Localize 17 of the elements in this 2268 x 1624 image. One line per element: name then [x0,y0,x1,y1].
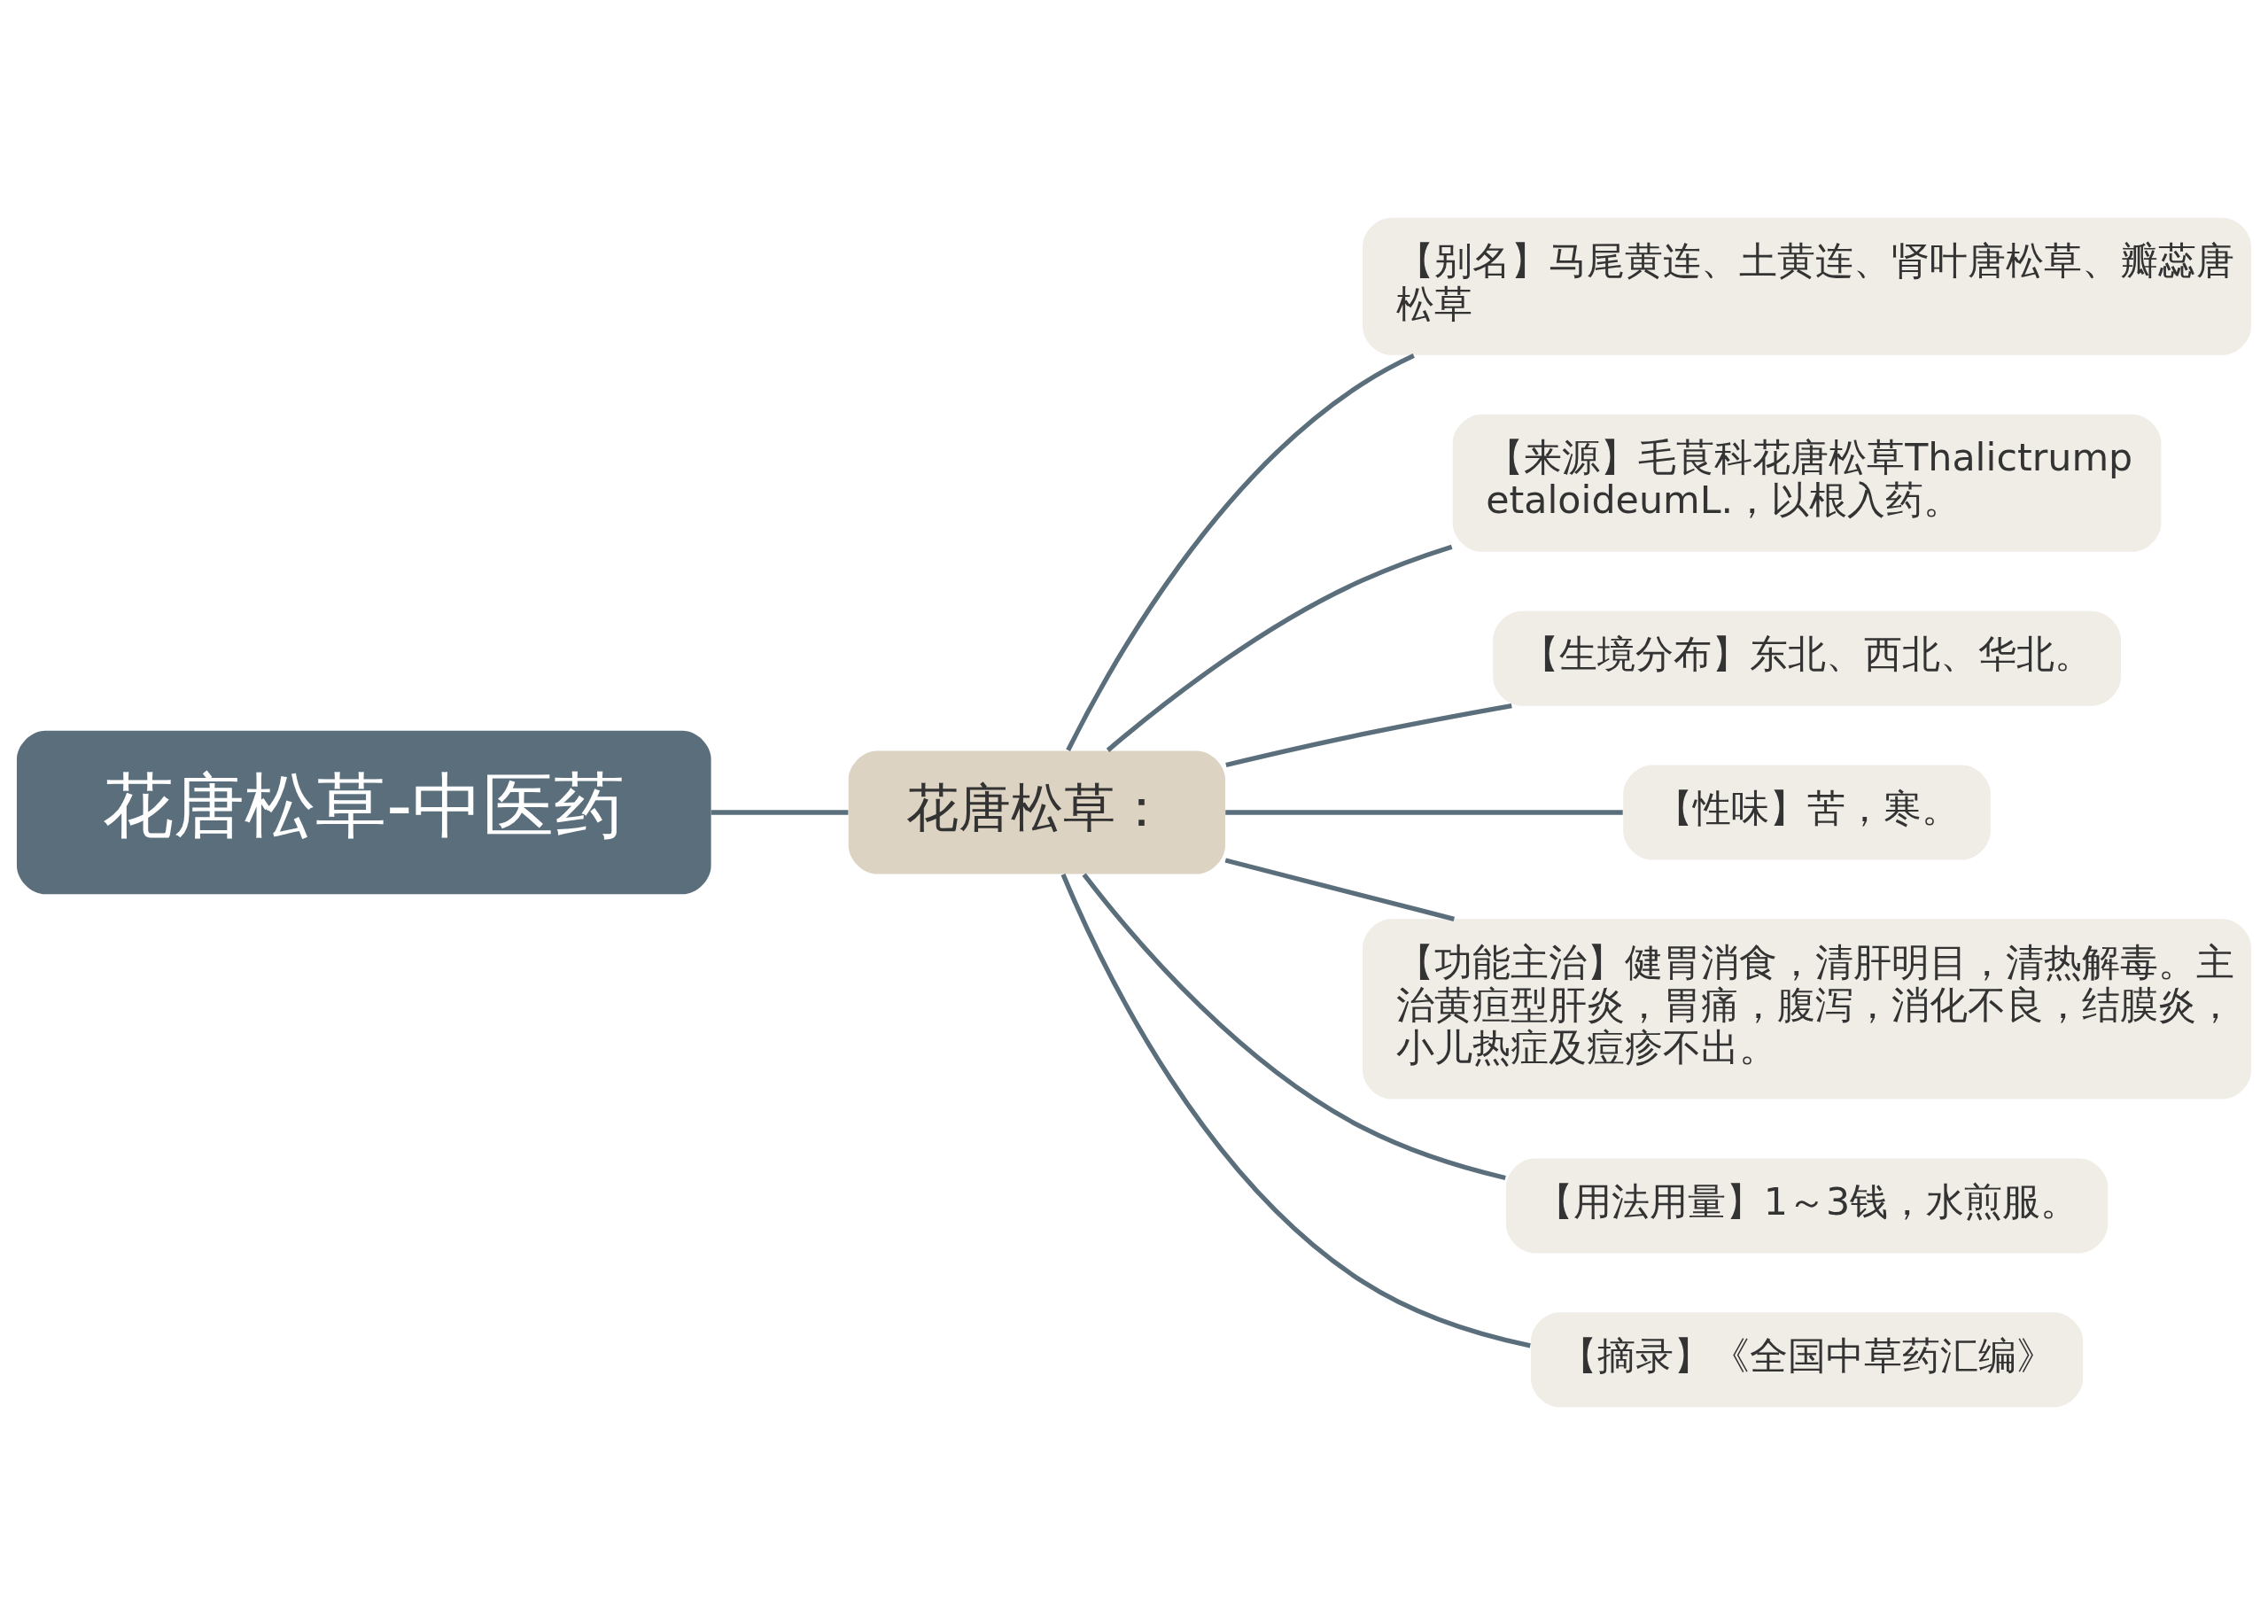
connector [1060,873,1531,1348]
node-box: 【用法用量】1～3钱，水煎服。 [1505,1158,2109,1253]
node-box: 【生境分布】东北、西北、华北。 [1493,610,2121,706]
connector [1224,857,1455,921]
node-box: 花唐松草-中医药 [16,730,711,894]
node-box: 花唐松草： [848,750,1225,874]
node-box: 【来源】毛茛科花唐松草ThalictrumpetaloideumL.，以根入药。 [1452,414,2162,552]
connector [1066,353,1415,751]
connector [1082,873,1506,1180]
connector [1225,703,1512,767]
node-box: 【摘录】《全国中草药汇编》 [1531,1311,2084,1407]
connector [1106,544,1453,752]
connector [1225,809,1623,815]
node-box: 【功能主治】健胃消食，清肝明目，清热解毒。主治黄疸型肝炎，胃痛，腹泻，消化不良，结膜炎，小儿热症及痘疹不出。 [1363,918,2252,1100]
node-box: 【性味】苦，寒。 [1623,765,1991,859]
connector [711,809,849,815]
node-box: 【别名】马尾黄连、土黄连、肾叶唐松草、瓣蕊唐松草 [1363,217,2252,355]
